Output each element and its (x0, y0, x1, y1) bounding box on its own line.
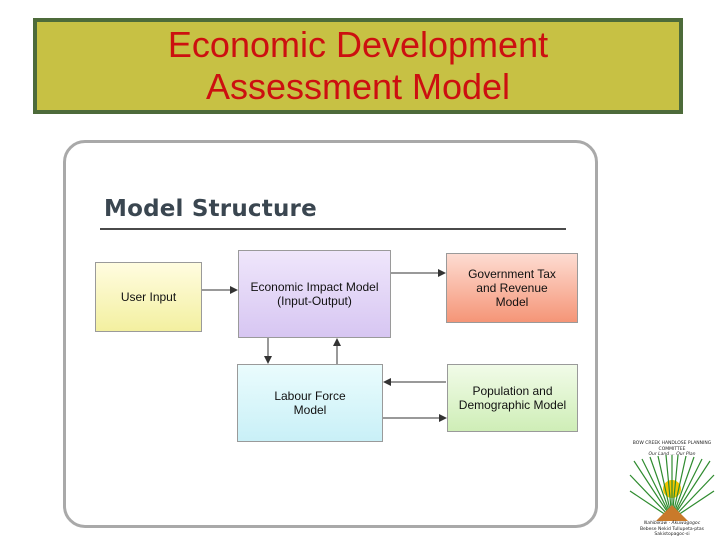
node-labour-force-label: Labour Force Model (274, 389, 346, 417)
node-population-model: Population and Demographic Model (447, 364, 578, 432)
node-labour-force-model: Labour Force Model (237, 364, 383, 442)
node-economic-impact-model: Economic Impact Model (Input-Output) (238, 250, 391, 338)
node-population-label: Population and Demographic Model (458, 384, 567, 412)
logo-footer-text: Nahibikaw · Akuwagogoc Bebese Nekid Tull… (628, 521, 716, 538)
committee-logo: BOW CREEK HANDLOSE PLANNING COMMITTEE Ou… (628, 441, 716, 537)
title-line-2: Assessment Model (205, 66, 511, 107)
sunburst-grass-icon (629, 454, 715, 521)
heading-divider (100, 228, 566, 230)
logo-footer-line-2: Bebese Nekid Tullupeta-ptas Sakistopagoc… (639, 526, 705, 538)
panel-heading: Model Structure (104, 196, 317, 222)
node-user-input-label: User Input (120, 290, 177, 304)
node-economic-impact-label: Economic Impact Model (Input-Output) (250, 280, 379, 308)
node-user-input: User Input (95, 262, 202, 332)
title-banner: Economic Development Assessment Model (33, 18, 683, 114)
title-line-1: Economic Development (167, 24, 549, 65)
node-government-tax-model: Government Tax and Revenue Model (446, 253, 578, 323)
logo-org-name: BOW CREEK HANDLOSE PLANNING COMMITTEE (632, 441, 712, 452)
node-government-tax-label: Government Tax and Revenue Model (468, 267, 556, 309)
logo-tagline: Our Land ... Our Plan (648, 452, 696, 457)
logo-header-text: BOW CREEK HANDLOSE PLANNING COMMITTEE Ou… (628, 441, 716, 458)
logo-footer-line-1: Nahibikaw · Akuwagogoc (643, 521, 701, 526)
